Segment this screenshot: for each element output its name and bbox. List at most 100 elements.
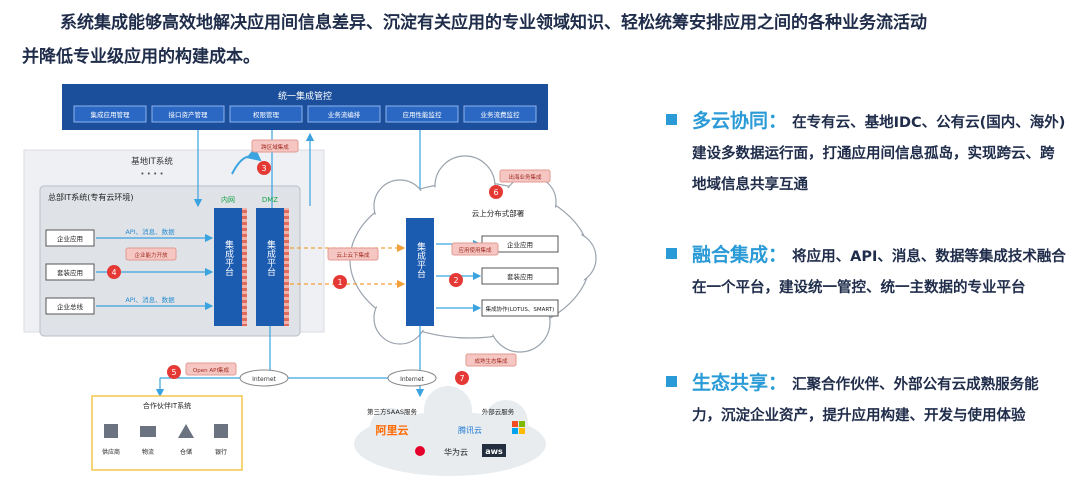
microsoft-icon xyxy=(512,421,525,434)
partner-item: 供应商 xyxy=(102,448,120,456)
bullet-square-icon xyxy=(666,114,677,125)
api-label: API、消息、数据 xyxy=(125,227,175,236)
base-it-dots: • • • • xyxy=(140,170,163,178)
internet-node xyxy=(239,369,289,387)
callout-1: 云上云下集成 1 xyxy=(327,247,379,289)
cloud-app-box xyxy=(481,267,559,285)
bullet-text: 汇聚合作伙伴、外部公有云成熟服务能力，沉淀企业资产，提升应用构建、开发与使用体验 xyxy=(692,377,1039,424)
huawei-icon xyxy=(415,446,425,456)
dmz-label: DMZ xyxy=(262,196,278,204)
bullet-keyword: 生态共享 xyxy=(692,372,769,394)
bullet-integration: 融合集成： 将应用、API、消息、数据等集成技术融合在一个平台，建设统一管控、统… xyxy=(666,240,1066,304)
callout-6: 出海业务集成 6 xyxy=(489,169,551,199)
supplier-icon xyxy=(104,424,118,438)
headline-line-1: 系统集成能够高效地解决应用间信息差异、沉淀有关应用的专业领域知识、轻松统筹安排应… xyxy=(60,13,927,33)
bullet-square-icon xyxy=(666,376,677,387)
svg-text:出海业务集成: 出海业务集成 xyxy=(508,173,542,181)
bullet-sep: ： xyxy=(768,244,788,266)
unified-item: 业务流编排 xyxy=(328,110,361,119)
callout-7: 成熟生态集成 7 xyxy=(455,353,517,385)
svg-text:跨区域集成: 跨区域集成 xyxy=(261,143,289,151)
warehouse-icon xyxy=(178,424,194,438)
partner-title: 合作伙伴IT系统 xyxy=(143,401,191,410)
svg-text:应用使用集成: 应用使用集成 xyxy=(458,246,492,254)
unified-control-title: 统一集成管控 xyxy=(278,90,332,102)
callout-2: 应用使用集成 2 xyxy=(449,242,499,287)
svg-text:企业能力开放: 企业能力开放 xyxy=(134,251,168,259)
truck-icon xyxy=(140,426,156,437)
cloud-title: 云上分布式部署 xyxy=(472,208,525,218)
partner-item: 仓储 xyxy=(180,448,192,456)
cloud-platform xyxy=(406,218,434,326)
aliyun-logo: 阿里云 xyxy=(376,423,409,437)
headline: 系统集成能够高效地解决应用间信息差异、沉淀有关应用的专业领域知识、轻松统筹安排应… xyxy=(22,6,1062,74)
bullet-square-icon xyxy=(666,248,677,259)
architecture-diagram: 基地IT系统 • • • • 总部IT系统(专有云环境) 统一集成管控 集成应用… xyxy=(0,78,640,490)
platform-label: 集成平台 xyxy=(265,239,276,277)
hq-app: 套装应用 xyxy=(57,268,83,277)
huawei-logo: 华为云 xyxy=(444,447,468,457)
unified-item: 权限管理 xyxy=(253,110,280,119)
base-it-title: 基地IT系统 xyxy=(131,156,173,167)
internet-label: Internet xyxy=(400,376,424,383)
bullet-text: 在专有云、基地IDC、公有云(国内、海外)建设多数据运行面，打通应用间信息孤岛，… xyxy=(692,115,1066,193)
ext-cloud-label: 外部云服务 xyxy=(482,407,515,416)
svg-text:7: 7 xyxy=(459,374,464,383)
svg-text:2: 2 xyxy=(453,276,458,285)
svg-text:云上云下集成: 云上云下集成 xyxy=(336,251,370,259)
svg-text:1: 1 xyxy=(337,278,342,287)
unified-item-box xyxy=(307,105,381,123)
firewall-stripe xyxy=(284,208,289,326)
platform-label: 集成平台 xyxy=(415,241,426,279)
hq-app-box xyxy=(45,229,95,247)
bank-icon xyxy=(214,424,228,438)
callout-3: 跨区域集成 3 xyxy=(251,139,299,175)
unified-item: 接口资产管理 xyxy=(169,110,209,119)
aws-logo-bg xyxy=(482,444,506,457)
cloud-apps: 企业应用 套装应用 集成协作(LOTUS、SMART) xyxy=(481,235,559,317)
tencent-logo: 腾讯云 xyxy=(458,425,482,435)
partner-item: 银行 xyxy=(215,448,227,456)
unified-item: 业务流费监控 xyxy=(481,110,521,119)
bullet-keyword: 多云协同 xyxy=(692,110,769,132)
svg-text:4: 4 xyxy=(111,268,116,277)
callout-4: 企业能力开放 4 xyxy=(107,247,177,279)
cloud-app: 企业应用 xyxy=(507,240,533,249)
intranet-platform xyxy=(214,208,242,326)
api-label: API、消息、数据 xyxy=(125,295,175,304)
hq-apps: 企业应用 套装应用 企业总线 xyxy=(45,229,95,315)
saas-label: 第三方SAAS服务 xyxy=(367,407,417,416)
unified-item: 应用性能监控 xyxy=(403,110,443,119)
bullet-multicloud: 多云协同： 在专有云、基地IDC、公有云(国内、海外)建设多数据运行面，打通应用… xyxy=(666,106,1066,201)
hq-app: 企业应用 xyxy=(57,234,83,243)
hq-app-box xyxy=(45,263,95,281)
aws-logo: aws xyxy=(485,447,503,456)
cloud-app-box xyxy=(481,299,559,317)
svg-text:成熟生态集成: 成熟生态集成 xyxy=(474,357,508,365)
hq-app: 企业总线 xyxy=(57,302,84,311)
bullet-text: 将应用、API、消息、数据等集成技术融合在一个平台，建设统一管控、统一主数据的专… xyxy=(692,249,1066,296)
unified-item-box xyxy=(385,105,459,123)
unified-item-box xyxy=(229,105,303,123)
partner-items: 供应商 物流 仓储 银行 xyxy=(102,424,228,456)
bullet-sep: ： xyxy=(768,110,788,132)
cloud-app: 套装应用 xyxy=(507,272,533,281)
hq-app-box xyxy=(45,297,95,315)
internet-node xyxy=(387,369,437,387)
bullet-sep: ： xyxy=(768,372,788,394)
callout-5: Open API集成 5 xyxy=(167,362,237,379)
cloud-app: 集成协作(LOTUS、SMART) xyxy=(486,305,555,313)
unified-item-box xyxy=(463,105,537,123)
unified-control-items: 集成应用管理 接口资产管理 权限管理 业务流编排 应用性能监控 业务流费监控 xyxy=(73,105,537,123)
svg-text:5: 5 xyxy=(171,368,176,377)
svg-text:Open API集成: Open API集成 xyxy=(193,366,230,374)
svg-text:6: 6 xyxy=(493,188,498,197)
internet-label: Internet xyxy=(252,376,276,383)
unified-item: 集成应用管理 xyxy=(91,110,131,119)
external-cloud xyxy=(354,386,546,476)
headline-line-2: 并降低专业级应用的构建成本。 xyxy=(22,47,260,67)
intranet-label: 内网 xyxy=(221,195,235,204)
bullet-keyword: 融合集成 xyxy=(692,244,769,266)
svg-text:3: 3 xyxy=(261,164,266,173)
firewall-stripe xyxy=(242,208,247,326)
